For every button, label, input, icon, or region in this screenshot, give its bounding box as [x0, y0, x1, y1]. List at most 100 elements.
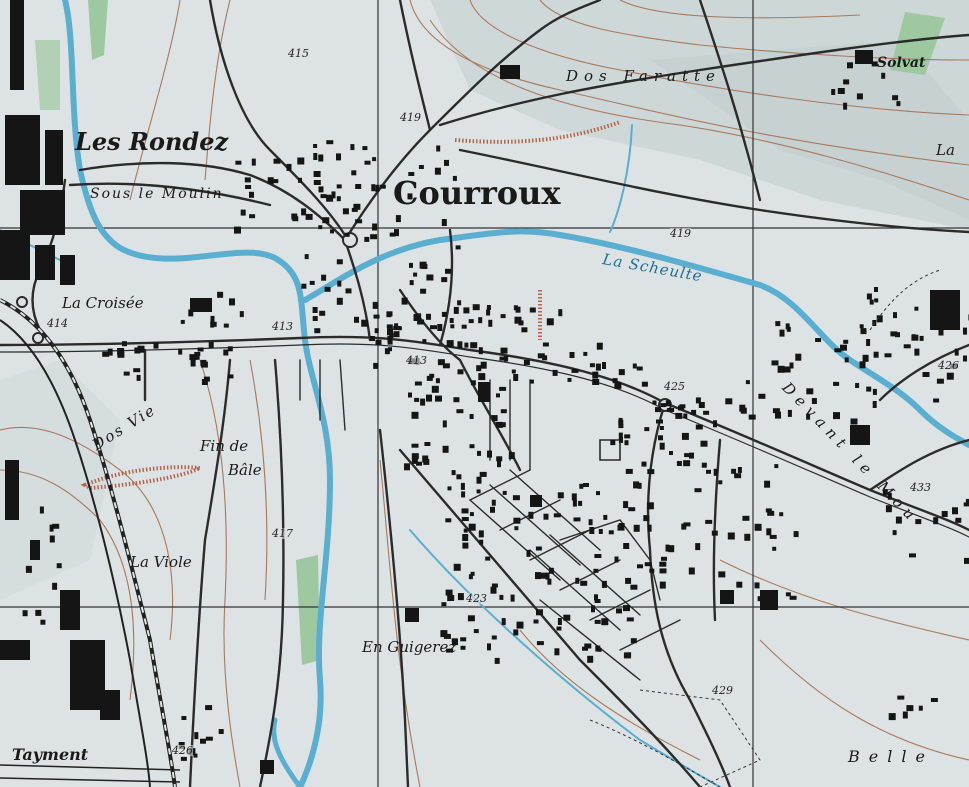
house — [567, 377, 572, 382]
house — [200, 359, 207, 366]
house — [647, 524, 652, 532]
house — [745, 380, 750, 385]
elevation-label: 419 — [670, 227, 691, 240]
footpaths — [589, 269, 941, 787]
place-la-viole: La Viole — [130, 553, 192, 571]
house — [775, 321, 781, 327]
house — [478, 347, 483, 355]
house — [872, 401, 877, 408]
house — [718, 571, 726, 578]
house — [593, 568, 599, 573]
house — [922, 372, 930, 377]
house — [447, 486, 452, 491]
house — [876, 315, 883, 323]
house — [426, 274, 434, 281]
house — [463, 528, 468, 533]
house — [624, 434, 631, 439]
house — [683, 460, 691, 467]
house — [646, 502, 654, 510]
house — [490, 506, 495, 513]
house — [964, 557, 969, 564]
house — [409, 280, 414, 286]
house — [625, 468, 633, 474]
house — [688, 567, 695, 575]
house — [860, 328, 867, 335]
house — [436, 145, 441, 152]
house — [500, 347, 508, 354]
house — [444, 159, 449, 166]
house — [35, 609, 42, 616]
house — [526, 549, 531, 557]
house — [771, 360, 779, 366]
house — [435, 378, 440, 384]
place-bale: Bâle — [228, 461, 262, 479]
house — [244, 177, 251, 183]
house — [336, 259, 343, 265]
house — [695, 424, 703, 430]
house — [470, 342, 478, 349]
house — [479, 471, 487, 477]
house — [572, 499, 577, 507]
house — [547, 578, 552, 585]
house — [477, 450, 481, 456]
house — [512, 495, 520, 501]
house — [389, 333, 394, 338]
house — [483, 393, 490, 400]
house — [457, 341, 463, 349]
house — [806, 413, 811, 420]
house — [508, 452, 515, 460]
house — [445, 518, 452, 523]
house — [491, 499, 496, 506]
house — [193, 355, 200, 360]
house — [457, 369, 464, 375]
house — [476, 476, 482, 484]
house — [178, 348, 183, 355]
house — [914, 348, 920, 356]
house — [739, 404, 746, 412]
place-belle: Belle — [848, 747, 934, 766]
house — [594, 599, 601, 603]
elevation-label: 426 — [938, 359, 959, 372]
house — [513, 517, 521, 524]
house — [936, 378, 944, 384]
house — [136, 374, 141, 381]
house — [227, 374, 234, 379]
house — [123, 371, 130, 376]
house — [313, 153, 318, 160]
house — [460, 637, 467, 642]
house — [312, 307, 318, 313]
house — [321, 274, 327, 281]
elevation-label: 423 — [466, 592, 487, 605]
house — [318, 154, 324, 162]
elevation-label: 419 — [400, 111, 421, 124]
house — [502, 490, 507, 495]
house — [748, 414, 756, 420]
house — [529, 379, 534, 384]
buildings — [0, 0, 960, 774]
house — [298, 177, 302, 183]
house — [205, 736, 213, 741]
house — [569, 352, 575, 358]
house — [965, 498, 969, 503]
house — [618, 432, 623, 440]
house — [273, 158, 281, 164]
house — [460, 645, 466, 650]
house — [887, 492, 892, 500]
house — [441, 219, 447, 226]
house — [659, 426, 664, 430]
house — [675, 412, 683, 419]
house — [408, 392, 412, 398]
house — [711, 530, 718, 536]
house — [470, 571, 475, 576]
house — [188, 309, 194, 317]
house — [895, 516, 902, 524]
house — [426, 394, 432, 402]
house — [938, 329, 944, 336]
house — [582, 646, 588, 651]
house — [772, 408, 780, 414]
house — [683, 522, 691, 527]
house — [554, 648, 560, 656]
house — [373, 362, 379, 369]
